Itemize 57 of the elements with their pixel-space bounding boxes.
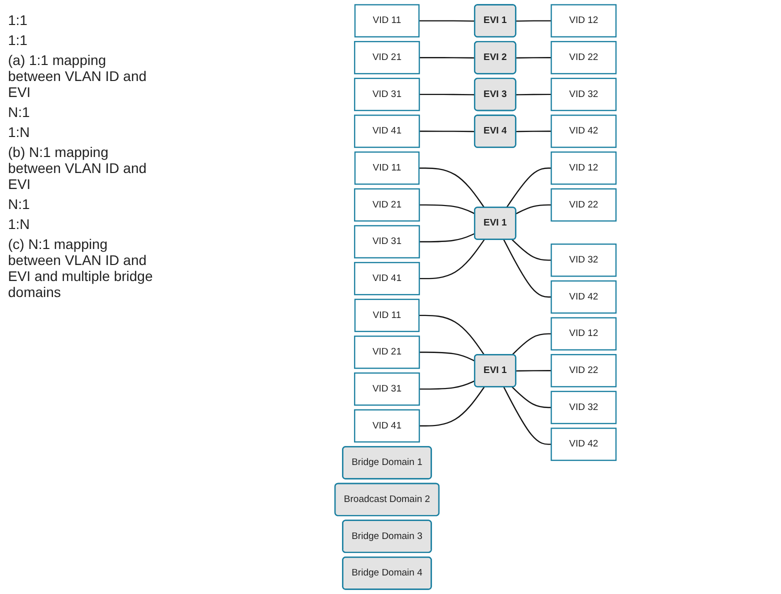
node-box: VID 32 [550, 78, 617, 112]
connector [512, 333, 552, 356]
connector [503, 239, 552, 298]
node-box: VID 21 [354, 336, 420, 369]
annotation-text: N:1 [8, 104, 31, 120]
annotation-text: 1:N [8, 216, 31, 232]
connector [516, 130, 552, 132]
connector [506, 168, 552, 208]
connector [516, 204, 552, 214]
connector [419, 94, 475, 96]
node-box: VID 41 [354, 114, 420, 148]
node-box: VID 32 [550, 390, 617, 424]
node-box: VID 12 [550, 151, 617, 185]
node-box: VID 31 [354, 78, 420, 112]
node-box: VID 41 [354, 409, 420, 443]
node-box: VID 11 [354, 298, 420, 332]
node-box: VID 32 [550, 244, 617, 277]
node-box: VID 41 [354, 262, 420, 296]
connector [516, 57, 552, 58]
node-box: VID 42 [550, 280, 617, 314]
node-box: VID 22 [550, 188, 617, 222]
node-box: VID 12 [550, 4, 617, 38]
annotation-text: 1:1 [8, 12, 28, 28]
node-box: VID 22 [550, 354, 617, 388]
node-box: VID 42 [550, 114, 617, 148]
node-box: VID 11 [354, 151, 420, 185]
connector [503, 386, 552, 445]
connector [419, 380, 476, 390]
annotation-text: 1:N [8, 124, 31, 140]
connector [512, 239, 552, 261]
node-box: VID 11 [354, 4, 420, 38]
connector [419, 232, 476, 242]
annotation-text: (a) 1:1 mapping between VLAN ID and EVI [8, 52, 148, 100]
node-box: VID 21 [354, 188, 420, 222]
node-box: VID 22 [550, 40, 617, 74]
node-box: VID 12 [550, 317, 617, 350]
connector [516, 20, 552, 22]
connector [418, 168, 485, 208]
annotation-text: (b) N:1 mapping between VLAN ID and EVI [8, 144, 148, 192]
connector [419, 386, 485, 426]
connector [419, 352, 476, 362]
connector [516, 94, 552, 96]
node-box: VID 31 [354, 372, 420, 406]
annotation-text: 1:1 [8, 32, 28, 48]
connector [418, 20, 475, 22]
node-box: VID 31 [354, 225, 420, 258]
connector [419, 239, 485, 280]
connector [516, 370, 552, 372]
connector [418, 314, 485, 356]
connector [419, 130, 475, 132]
annotation-text: N:1 [8, 196, 31, 212]
connector [419, 57, 475, 58]
annotation-text: (c) N:1 mapping between VLAN ID and EVI and multiple bridge domains [8, 236, 154, 300]
node-box: VID 42 [550, 428, 617, 461]
connector [419, 204, 476, 214]
node-box: VID 21 [354, 40, 420, 74]
connector [512, 386, 552, 408]
